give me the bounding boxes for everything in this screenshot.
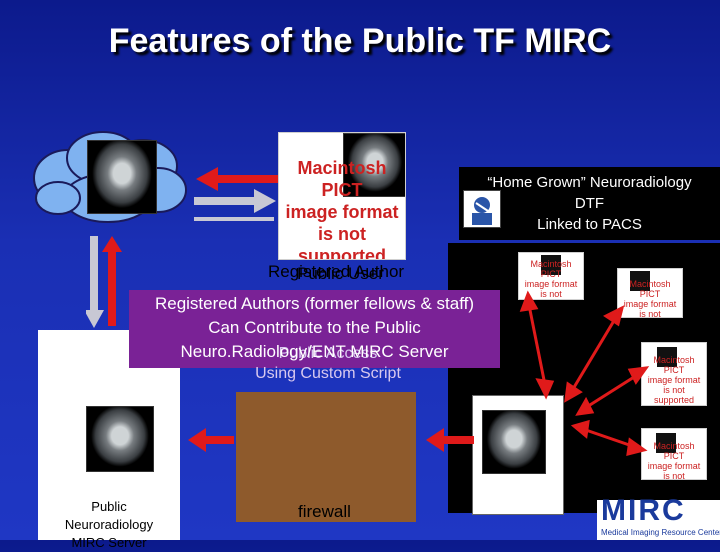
arrows-firewall <box>186 420 476 460</box>
public-user-label: Public User <box>297 264 384 284</box>
mirc-logo-text: MIRC <box>601 494 686 528</box>
firewall-label: firewall <box>298 502 351 522</box>
mirc-logo-subtitle: Medical Imaging Resource Center <box>601 528 720 537</box>
author-workstation-image: Macintosh PICT image format is not suppo… <box>278 132 406 260</box>
home-grown-text: “Home Grown” Neuroradiology DTF Linked t… <box>459 172 720 235</box>
placeholder-text-large: Macintosh PICT image format is not suppo… <box>279 157 405 260</box>
arrows-pacs-links <box>500 270 650 460</box>
arrows-cloud-author <box>190 165 282 225</box>
slide-title: Features of the Public TF MIRC <box>0 22 720 61</box>
pict-image-4: Macintosh PICT image format is not suppo… <box>641 428 707 480</box>
pict-image-3: Macintosh PICT image format is not suppo… <box>641 342 707 406</box>
pict-text-4: Macintosh PICT image format is not suppo… <box>642 441 706 480</box>
public-server-thumbnail <box>86 406 154 472</box>
public-server-label: Public Neuroradiology MIRC Server <box>38 498 180 552</box>
pict-text-3: Macintosh PICT image format is not suppo… <box>642 355 706 405</box>
contribution-info-text: Registered Authors (former fellows & sta… <box>129 292 500 364</box>
cloud-thumbnail <box>87 140 157 214</box>
arrows-cloud-down <box>86 236 122 332</box>
mirc-logo: MIRC Medical Imaging Resource Center <box>597 500 720 540</box>
